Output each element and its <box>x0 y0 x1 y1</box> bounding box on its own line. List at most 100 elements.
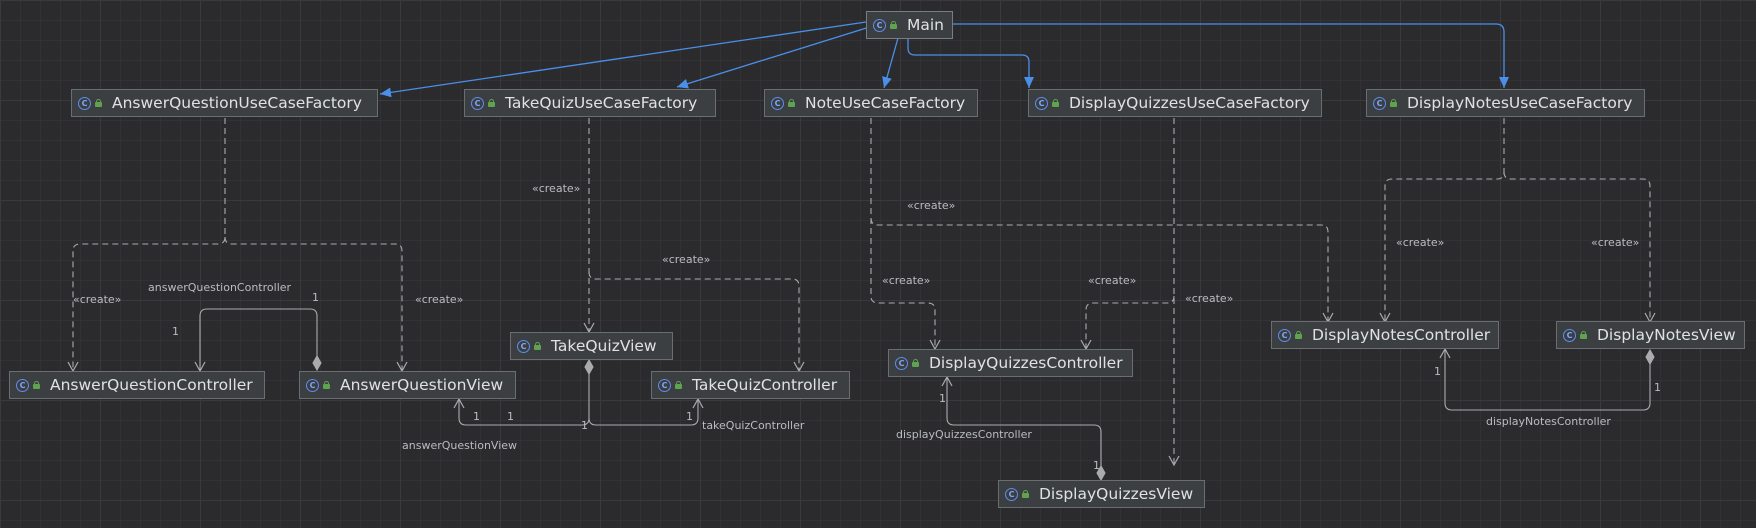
node-label: AnswerQuestionView <box>340 376 504 394</box>
create-label: «create» <box>907 199 956 212</box>
node-label: TakeQuizView <box>551 337 657 355</box>
public-lock-icon <box>912 359 919 367</box>
class-icon: C <box>16 378 29 392</box>
edge-main-note-factory[interactable] <box>882 37 899 89</box>
multiplicity: 1 <box>1654 381 1661 394</box>
class-icon: C <box>771 96 784 110</box>
create-label: «create» <box>1185 292 1234 305</box>
node-label: DisplayNotesController <box>1312 326 1491 344</box>
create-label: «create» <box>73 293 122 306</box>
role-display-notes-controller: displayNotesController <box>1486 415 1611 428</box>
public-lock-icon <box>323 381 330 389</box>
node-label: DisplayNotesView <box>1597 326 1736 344</box>
edge-main-displaynotes-factory[interactable] <box>953 23 1509 88</box>
compositions <box>194 308 1655 482</box>
role-answer-question-controller: answerQuestionController <box>148 281 292 294</box>
role-answer-question-view: answerQuestionView <box>402 439 518 452</box>
public-lock-icon <box>488 99 495 107</box>
diamond-displaynotes-view <box>1645 348 1655 366</box>
node-note-use-case-factory[interactable]: C NoteUseCaseFactory <box>764 89 978 117</box>
multiplicity: 1 <box>686 410 693 423</box>
node-answer-question-view[interactable]: C AnswerQuestionView <box>299 371 516 399</box>
multiplicity: 1 <box>1434 365 1441 378</box>
multiplicity: 1 <box>581 419 588 432</box>
node-label: TakeQuizController <box>692 376 838 394</box>
class-icon: C <box>78 96 91 110</box>
create-dependencies <box>67 118 1656 467</box>
node-display-notes-controller[interactable]: C DisplayNotesController <box>1271 321 1499 349</box>
multiplicity: 1 <box>312 291 319 304</box>
public-lock-icon <box>890 21 897 29</box>
create-label: «create» <box>1396 236 1445 249</box>
node-label: TakeQuizUseCaseFactory <box>505 94 698 112</box>
node-label: AnswerQuestionUseCaseFactory <box>112 94 362 112</box>
edge-displaynotes-factory-create[interactable] <box>1379 118 1505 324</box>
edge-takequiz-view-controller[interactable] <box>588 397 704 426</box>
node-take-quiz-use-case-factory[interactable]: C TakeQuizUseCaseFactory <box>464 89 716 117</box>
role-take-quiz-controller: takeQuizController <box>702 419 805 432</box>
create-label: «create» <box>532 182 581 195</box>
edge-displayquizzes-view-controller[interactable] <box>941 375 1102 469</box>
public-lock-icon <box>33 381 40 389</box>
node-display-quizzes-view[interactable]: C DisplayQuizzesView <box>998 480 1205 508</box>
edge-displaynotes-view-controller[interactable] <box>1439 347 1651 411</box>
edge-takequiz-view-answer-view[interactable] <box>453 364 590 426</box>
public-lock-icon <box>1390 99 1397 107</box>
public-lock-icon <box>675 381 682 389</box>
create-label: «create» <box>1591 236 1640 249</box>
diamond-takequiz-view <box>584 358 594 376</box>
diamond-answer-view <box>312 354 322 372</box>
node-take-quiz-controller[interactable]: C TakeQuizController <box>651 371 850 399</box>
node-main-label: Main <box>907 16 945 34</box>
edge-answer-factory-create[interactable] <box>67 118 226 373</box>
public-lock-icon <box>534 342 541 350</box>
class-icon: C <box>1373 96 1386 110</box>
class-icon: C <box>658 378 671 392</box>
node-label: DisplayNotesUseCaseFactory <box>1407 94 1633 112</box>
multiplicity: 1 <box>1093 459 1100 472</box>
class-icon: C <box>517 339 530 353</box>
main-associations <box>379 21 1509 98</box>
public-lock-icon <box>1022 490 1029 498</box>
node-label: DisplayQuizzesView <box>1039 485 1194 503</box>
multiplicity: 1 <box>939 392 946 405</box>
node-display-quizzes-controller[interactable]: C DisplayQuizzesController <box>888 349 1133 377</box>
public-lock-icon <box>1580 331 1587 339</box>
node-answer-question-controller[interactable]: C AnswerQuestionController <box>9 371 265 399</box>
class-icon: C <box>1278 328 1291 342</box>
create-label: «create» <box>662 253 711 266</box>
node-take-quiz-view[interactable]: C TakeQuizView <box>510 332 673 360</box>
class-icon: C <box>1563 328 1576 342</box>
node-display-notes-view[interactable]: C DisplayNotesView <box>1556 321 1745 349</box>
node-answer-question-use-case-factory[interactable]: C AnswerQuestionUseCaseFactory <box>71 89 378 117</box>
edge-answer-view-controller[interactable] <box>194 308 318 373</box>
multiplicity: 1 <box>473 410 480 423</box>
node-label: NoteUseCaseFactory <box>805 94 966 112</box>
class-icon: C <box>471 96 484 110</box>
create-label: «create» <box>415 293 464 306</box>
create-label: «create» <box>882 274 931 287</box>
class-icon: C <box>895 356 908 370</box>
multiplicity: 1 <box>172 325 179 338</box>
multiplicity: 1 <box>507 410 514 423</box>
node-label: DisplayQuizzesController <box>929 354 1123 372</box>
public-lock-icon <box>1295 331 1302 339</box>
node-label: DisplayQuizzesUseCaseFactory <box>1069 94 1310 112</box>
node-label: AnswerQuestionController <box>50 376 253 394</box>
node-display-quizzes-use-case-factory[interactable]: C DisplayQuizzesUseCaseFactory <box>1028 89 1322 117</box>
edge-main-takequiz-factory[interactable] <box>676 24 877 89</box>
node-display-notes-use-case-factory[interactable]: C DisplayNotesUseCaseFactory <box>1366 89 1645 117</box>
public-lock-icon <box>1052 99 1059 107</box>
public-lock-icon <box>788 99 795 107</box>
class-icon: C <box>873 18 886 32</box>
public-lock-icon <box>95 99 102 107</box>
class-icon: C <box>1005 487 1018 501</box>
edge-main-answer-factory[interactable] <box>379 21 867 98</box>
role-display-quizzes-controller: displayQuizzesController <box>896 428 1032 441</box>
edge-note-factory-create[interactable] <box>870 118 1334 324</box>
edge-main-displayquizzes-factory[interactable] <box>907 38 1034 88</box>
create-label: «create» <box>1088 274 1137 287</box>
class-icon: C <box>306 378 319 392</box>
node-main[interactable]: C Main <box>866 11 953 39</box>
